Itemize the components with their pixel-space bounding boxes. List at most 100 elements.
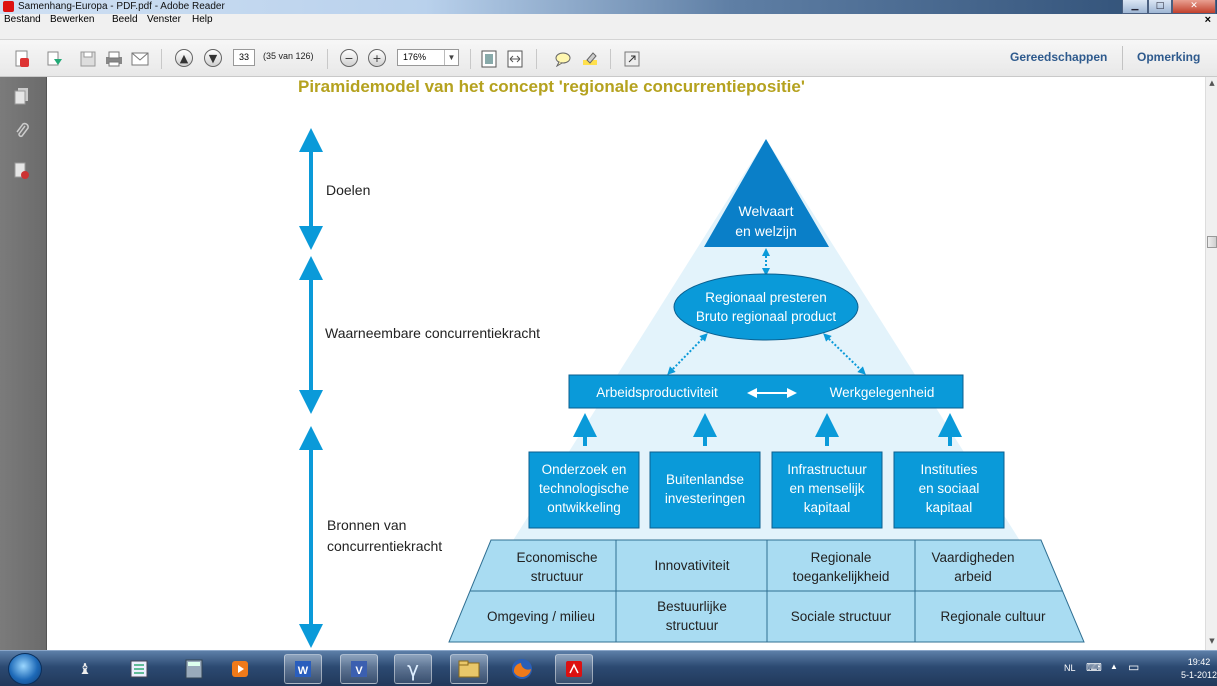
menu-beeld[interactable]: Beeld [112, 14, 138, 25]
minimize-button[interactable]: ▁ [1122, 0, 1148, 14]
svg-text:V: V [355, 665, 363, 677]
window-title: Samenhang-Europa - PDF.pdf - Adobe Reade… [18, 1, 225, 12]
source-box-institutions [893, 451, 1005, 529]
row1-cell3-line1: Regionale [811, 550, 872, 565]
ellipse-line-1: Regionaal presteren [705, 290, 827, 305]
create-pdf-icon[interactable] [12, 49, 32, 69]
scroll-up-icon[interactable]: ▲ [1209, 79, 1215, 87]
scroll-down-icon[interactable]: ▼ [1209, 637, 1215, 645]
top-label-line-2: en welzijn [735, 223, 796, 239]
zoom-value: 176% [403, 52, 427, 62]
zoom-out-icon[interactable]: − [340, 49, 358, 67]
media-app-icon[interactable] [221, 654, 259, 684]
level-label-goals: Doelen [326, 182, 370, 198]
word-app-icon[interactable]: W [284, 654, 322, 684]
source-box-research [528, 451, 640, 529]
taskbar: ♝ W V γ NL ⌨ ▲ ▭ 1 [0, 650, 1217, 686]
box4-line2: en sociaal [919, 481, 980, 496]
level-label-sources-2: concurrentiekracht [327, 538, 442, 554]
row2-cell4: Regionale cultuur [940, 609, 1046, 624]
v-app-icon[interactable]: γ [394, 654, 432, 684]
highlight-icon[interactable] [580, 49, 600, 69]
start-button[interactable] [8, 653, 42, 685]
pyramid-diagram: Doelen Waarneembare concurrentiekracht B… [299, 128, 1085, 648]
clock-date: 5-1-2012 [1180, 670, 1217, 680]
row1-cell2: Innovativiteit [654, 558, 729, 573]
chess-app-icon[interactable]: ♝ [78, 660, 92, 678]
chevron-down-icon[interactable]: ▼ [444, 50, 458, 65]
clock-time: 19:42 [1187, 657, 1211, 667]
attachments-icon[interactable] [12, 122, 32, 142]
source-box-infrastructure [771, 451, 883, 529]
next-page-icon[interactable]: ▼ [204, 49, 222, 67]
menu-bewerken[interactable]: Bewerken [50, 14, 95, 25]
keyboard-icon[interactable]: ⌨ [1086, 662, 1102, 674]
level-label-sources-1: Bronnen van [327, 517, 406, 533]
document-close-icon[interactable]: × [1204, 14, 1211, 26]
top-label-line-1: Welvaart [739, 203, 794, 219]
save-icon[interactable] [78, 49, 98, 69]
tools-link[interactable]: Gereedschappen [1010, 50, 1108, 64]
print-icon[interactable] [104, 49, 124, 69]
menu-venster[interactable]: Venster [147, 14, 181, 25]
figure-title: Piramidemodel van het concept 'regionale… [298, 77, 805, 96]
network-icon[interactable]: ▭ [1128, 660, 1140, 674]
close-button[interactable]: ✕ [1172, 0, 1216, 14]
open-file-icon[interactable] [45, 49, 65, 69]
pages-panel-icon[interactable] [12, 87, 32, 107]
vertical-scrollbar[interactable]: ▲ ▼ [1205, 77, 1217, 650]
performance-ellipse [673, 273, 859, 341]
page-number-input[interactable]: 33 [233, 49, 255, 66]
title-bar: Samenhang-Europa - PDF.pdf - Adobe Reade… [0, 0, 1217, 14]
comment-link[interactable]: Opmerking [1137, 50, 1201, 64]
menu-bestand[interactable]: Bestand [4, 14, 41, 25]
box1-line3: ontwikkeling [547, 500, 621, 515]
maximize-button[interactable]: □ [1148, 0, 1172, 14]
comment-icon[interactable] [553, 49, 573, 69]
scroll-thumb[interactable] [1207, 236, 1217, 248]
source-box-investment [649, 451, 761, 529]
zoom-in-icon[interactable]: + [368, 49, 386, 67]
ellipse-line-2: Bruto regionaal product [696, 309, 837, 324]
visio-app-icon[interactable]: V [340, 654, 378, 684]
fit-width-icon[interactable] [505, 49, 525, 69]
toolbar-separator [327, 49, 328, 69]
box2-line2: investeringen [665, 491, 745, 506]
box3-line1: Infrastructuur [787, 462, 867, 477]
email-icon[interactable] [130, 49, 150, 69]
toolbar-separator [161, 49, 162, 69]
toolbar-separator [610, 49, 611, 69]
show-hidden-icons-icon[interactable]: ▲ [1110, 662, 1118, 671]
language-indicator[interactable]: NL [1064, 663, 1076, 673]
bar-label-left: Arbeidsproductiviteit [596, 385, 718, 400]
page-count: (35 van 126) [263, 51, 314, 61]
menu-bar: Bestand Bewerken Beeld Venster Help × [0, 14, 1217, 40]
row1-cell1-line2: structuur [531, 569, 584, 584]
calculator-app-icon[interactable] [175, 654, 213, 684]
row1-cell4-line2: arbeid [954, 569, 992, 584]
explorer-app-icon[interactable] [450, 654, 488, 684]
adobe-reader-icon [3, 1, 14, 12]
dotted-arrow-left [667, 333, 708, 375]
toolbar: ▲ ▼ − + [0, 40, 1217, 77]
box3-line2: en menselijk [789, 481, 864, 496]
row2-cell2-line2: structuur [666, 618, 719, 633]
expand-icon[interactable] [622, 49, 642, 69]
previous-page-icon[interactable]: ▲ [175, 49, 193, 67]
adobe-reader-app-icon[interactable] [555, 654, 593, 684]
up-arrows [573, 413, 962, 446]
firefox-app-icon[interactable] [503, 654, 541, 684]
box4-line1: Instituties [920, 462, 977, 477]
bar-label-right: Werkgelegenheid [830, 385, 935, 400]
fit-page-icon[interactable] [479, 49, 499, 69]
tasks-app-icon[interactable] [120, 654, 158, 684]
clock[interactable]: 19:42 5-1-2012 [1176, 656, 1217, 682]
toolbar-separator [536, 49, 537, 69]
box1-line2: technologische [539, 481, 629, 496]
signatures-icon[interactable] [12, 162, 32, 182]
dotted-arrow-right [823, 333, 866, 375]
toolbar-separator [470, 49, 471, 69]
menu-help[interactable]: Help [192, 14, 213, 25]
zoom-select[interactable]: 176% ▼ [397, 49, 459, 66]
